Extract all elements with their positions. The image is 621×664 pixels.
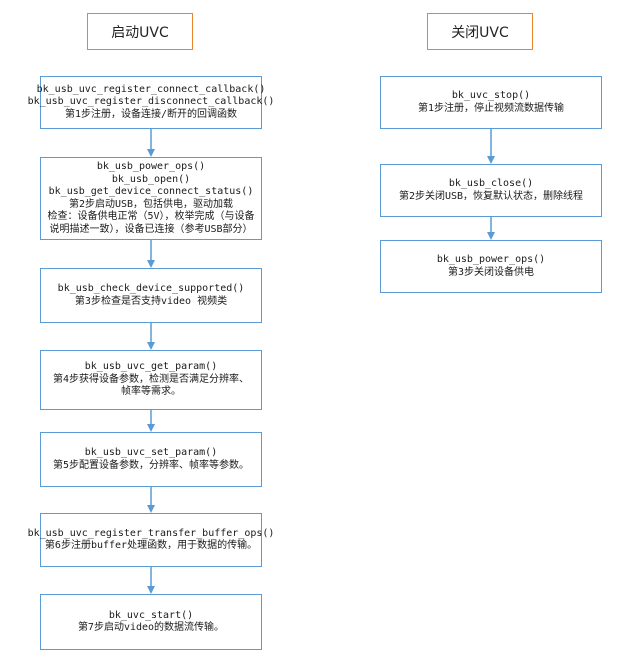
step-box-register-callback: bk_usb_uvc_register_connect_callback() b… [28,76,274,129]
step-line: 第2步关闭USB，恢复默认状态，删除线程 [398,190,584,202]
step-line: bk_usb_get_device_connect_status() [48,186,254,197]
step-line: bk_usb_uvc_register_transfer_buffer_ops(… [27,527,275,539]
step-line: 第4步获得设备参数，检测是否满足分辨率、 [52,373,250,385]
step-box-uvc-start: bk_uvc_start() 第7步启动video的数据流传输。 [40,594,262,650]
step-box-power-off: bk_usb_power_ops() 第3步关闭设备供电 [380,240,602,293]
step-box-get-param: bk_usb_uvc_get_param() 第4步获得设备参数，检测是否满足分… [40,350,262,410]
step-line: bk_usb_uvc_register_connect_callback() [36,83,266,95]
step-box-set-param: bk_usb_uvc_set_param() 第5步配置设备参数，分辨率、帧率等… [40,432,262,487]
step-line: 第3步检查是否支持video 视频类 [74,295,228,307]
step-box-check-supported: bk_usb_check_device_supported() 第3步检查是否支… [40,268,262,323]
step-line: bk_usb_power_ops() [436,254,546,265]
step-line: bk_usb_uvc_set_param() [84,447,218,458]
step-line: 第1步注册，设备连接/断开的回调函数 [64,108,238,120]
step-line: 帧率等需求。 [121,386,181,398]
step-line: 说明描述一致），设备已连接（参考USB部分） [49,223,253,235]
step-box-register-buffer: bk_usb_uvc_register_transfer_buffer_ops(… [28,513,274,567]
step-line: bk_usb_power_ops() [96,161,206,172]
step-line: 第1步注册，停止视频流数据传输 [417,102,565,114]
step-line: 第6步注册buffer处理函数，用于数据的传输。 [44,540,258,551]
step-line: 第7步启动video的数据流传输。 [77,622,225,633]
step-line: 第2步启动USB，包括供电，驱动加载 [68,198,234,210]
step-line: bk_uvc_start() [108,609,194,621]
step-line: 第3步关闭设备供电 [447,266,535,278]
step-line: bk_usb_check_device_supported() [57,283,245,294]
step-box-power-open: bk_usb_power_ops() bk_usb_open() bk_usb_… [40,157,262,240]
step-box-usb-close: bk_usb_close() 第2步关闭USB，恢复默认状态，删除线程 [380,164,602,217]
step-line: 第5步配置设备参数，分辨率、帧率等参数。 [52,459,250,471]
step-line: bk_usb_open() [111,173,191,185]
step-line: bk_usb_uvc_register_disconnect_callback(… [27,96,275,108]
stop-uvc-title: 关闭UVC [427,13,533,50]
step-line: bk_usb_uvc_get_param() [84,361,218,373]
step-box-uvc-stop: bk_uvc_stop() 第1步注册，停止视频流数据传输 [380,76,602,129]
step-line: bk_uvc_stop() [451,90,531,101]
step-line: bk_usb_close() [448,178,534,189]
start-uvc-title: 启动UVC [87,13,193,50]
step-line: 检查：设备供电正常（5V），枚举完成（与设备 [47,211,255,222]
